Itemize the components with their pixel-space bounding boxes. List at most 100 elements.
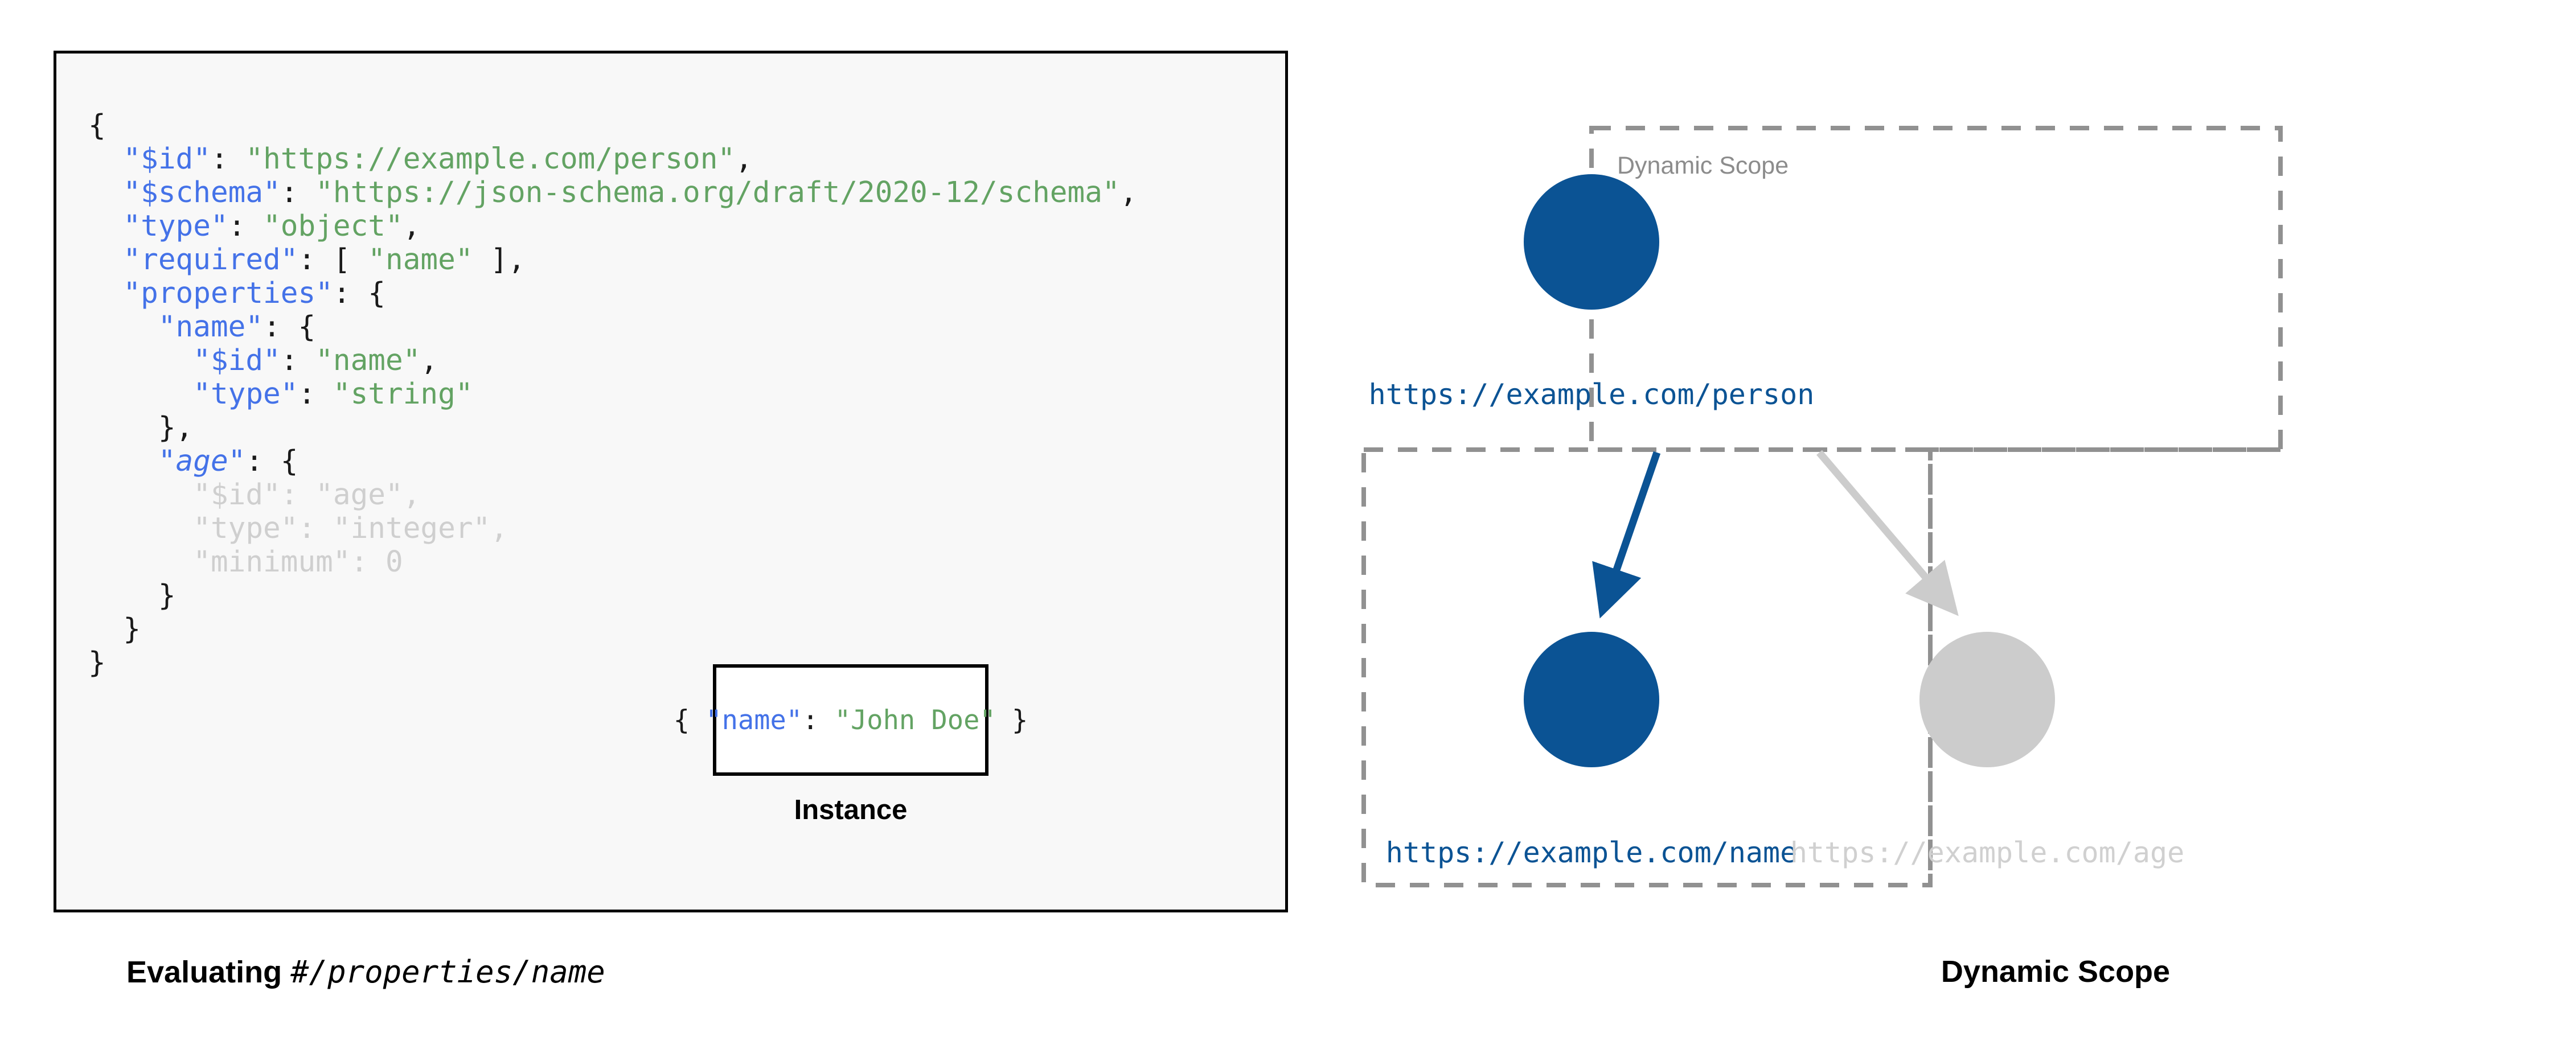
instance-code: { "name": "John Doe" } <box>674 705 1028 736</box>
code-token: }, <box>158 411 194 445</box>
code-token: : <box>802 704 835 736</box>
code-line: } <box>88 579 1137 612</box>
code-token: : <box>280 176 316 209</box>
instance-box: { "name": "John Doe" } <box>674 664 1028 776</box>
code-token: "$id" <box>123 142 211 176</box>
code-token: "John Doe" <box>834 704 996 736</box>
code-token: , <box>735 142 753 176</box>
code-indent <box>88 277 123 310</box>
right-caption: Dynamic Scope <box>1941 955 2171 989</box>
code-token: , <box>403 478 421 512</box>
code-indent <box>88 176 123 209</box>
code-token: : { <box>333 277 386 310</box>
code-indent <box>88 579 158 612</box>
scope-box-bottom-left <box>1361 447 1933 887</box>
dynamic-scope-diagram: Dynamic Scope https://example.com/person… <box>1332 57 2528 996</box>
diagram-canvas: Dynamic Scope https://example.com/person… <box>1361 126 2283 887</box>
code-token: : <box>280 478 316 512</box>
code-token: } <box>123 612 141 646</box>
code-token: "minimum" <box>193 545 351 579</box>
code-token: : <box>228 209 264 243</box>
code-token: , <box>490 512 508 545</box>
code-line: "type": "object", <box>88 209 1137 243</box>
code-line: "$id": "age", <box>88 478 1137 512</box>
code-token: "string" <box>333 377 473 411</box>
code-token: "https://json-schema.org/draft/2020-12/s… <box>315 176 1120 209</box>
code-indent <box>88 377 193 411</box>
code-indent <box>88 142 123 176</box>
code-line: "type": "string" <box>88 377 1137 411</box>
schema-code-block: { "$id": "https://example.com/person", "… <box>88 109 1137 680</box>
node-age-circle[interactable] <box>1919 632 2055 767</box>
code-token: } <box>158 579 176 612</box>
code-token: "name" <box>705 704 803 736</box>
code-token: { <box>88 109 106 142</box>
code-token: , <box>420 344 438 377</box>
code-token: 0 <box>385 545 403 579</box>
code-indent <box>88 310 158 344</box>
code-line: "$id": "name", <box>88 344 1137 377</box>
left-caption-prefix: Evaluating <box>126 955 291 989</box>
code-token: "name" <box>158 310 264 344</box>
code-token: : { <box>245 445 298 478</box>
instance-caption: Instance <box>794 795 908 825</box>
left-caption-pointer: #/properties/name <box>290 954 605 990</box>
code-token: "$id" <box>193 344 281 377</box>
code-token: "object" <box>263 209 403 243</box>
code-line: } <box>88 612 1137 646</box>
scope-box-bottom-right <box>1928 447 2280 885</box>
code-token: : <box>280 344 316 377</box>
code-token: "name" <box>315 344 421 377</box>
code-token: "name" <box>368 243 473 277</box>
code-token: "$id" <box>193 478 281 512</box>
code-token: "https://example.com/person" <box>245 142 736 176</box>
node-person-circle[interactable] <box>1524 174 1659 310</box>
code-token: "type" <box>193 377 298 411</box>
code-token: } <box>995 704 1028 736</box>
code-line: "required": [ "name" ], <box>88 243 1137 277</box>
code-token: "type" <box>193 512 298 545</box>
code-indent <box>88 445 158 478</box>
code-line: } <box>88 646 1137 680</box>
code-indent <box>88 512 193 545</box>
code-indent <box>88 478 193 512</box>
node-name-circle[interactable] <box>1524 632 1659 767</box>
node-age-label: https://example.com/age <box>1790 836 2184 869</box>
code-token: { <box>673 704 706 736</box>
code-line: "type": "integer", <box>88 512 1137 545</box>
code-token: , <box>403 209 421 243</box>
code-indent <box>88 612 123 646</box>
code-line: "$id": "https://example.com/person", <box>88 142 1137 176</box>
code-indent <box>88 209 123 243</box>
edge-person-to-age <box>1816 450 1959 616</box>
code-token: "properties" <box>123 277 333 310</box>
code-line: "$schema": "https://json-schema.org/draf… <box>88 176 1137 209</box>
code-line: { <box>88 109 1137 142</box>
code-token: , <box>1119 176 1138 209</box>
code-token: : <box>350 545 385 579</box>
code-indent <box>88 344 193 377</box>
code-token: "type" <box>123 209 228 243</box>
code-token: "required" <box>123 243 298 277</box>
code-token: ], <box>473 243 526 277</box>
code-token: } <box>88 646 106 680</box>
code-token: : { <box>263 310 316 344</box>
code-line: }, <box>88 411 1137 445</box>
node-person-label: https://example.com/person <box>1369 378 1815 411</box>
scope-label-text: Dynamic Scope <box>1617 152 1789 179</box>
code-line: "name": { <box>88 310 1137 344</box>
code-token: "$schema" <box>123 176 281 209</box>
code-token: : <box>210 142 246 176</box>
code-token: "age" <box>158 445 246 478</box>
node-name-label: https://example.com/name <box>1386 836 1797 869</box>
code-line: "minimum": 0 <box>88 545 1137 579</box>
code-token: : <box>298 512 333 545</box>
code-indent <box>88 243 123 277</box>
code-token: : <box>298 377 333 411</box>
schema-code-panel: { "$id": "https://example.com/person", "… <box>54 51 1288 912</box>
code-token: : [ <box>298 243 368 277</box>
code-line: "age": { <box>88 445 1137 478</box>
edge-person-to-name <box>1592 451 1661 619</box>
code-token: "age" <box>315 478 403 512</box>
left-caption: Evaluating #/properties/name <box>126 954 605 990</box>
